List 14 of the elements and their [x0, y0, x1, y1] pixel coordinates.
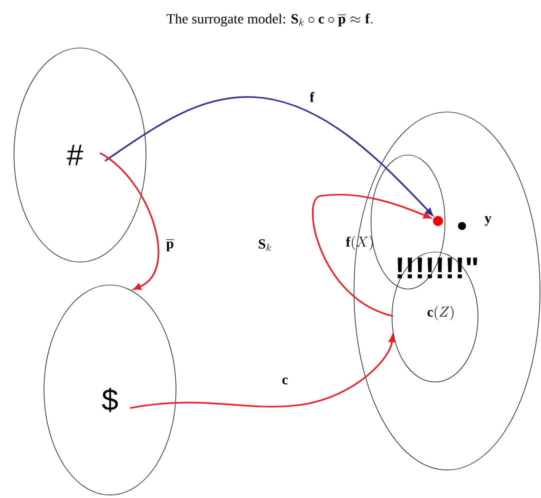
region-symbol: #	[66, 144, 84, 166]
title: $\text{The surrogate model: }\mathbf{S}_k\circ\mathbf{c}\circ\overline{\mathbf{p}}\approx\mathbf{f}.$	[166, 14, 372, 26]
point-label: $\mathbf{y}$	[484, 216, 492, 226]
arrow	[130, 334, 396, 409]
arrow	[104, 96, 434, 216]
edge-label: $\mathbf{f}$	[308, 91, 316, 103]
set-label: $\mathbf{c}(Z)$	[428, 306, 454, 320]
edge-label: $\mathbf{S}_k$	[257, 238, 273, 252]
edge-label: $\overline{\mathbf{p}}$	[165, 238, 175, 252]
region-symbol: $	[102, 388, 118, 412]
point-marker	[433, 216, 443, 226]
edge-label: $\mathbf{c}$	[280, 376, 290, 386]
arrow	[100, 152, 160, 290]
arrow	[312, 194, 432, 317]
